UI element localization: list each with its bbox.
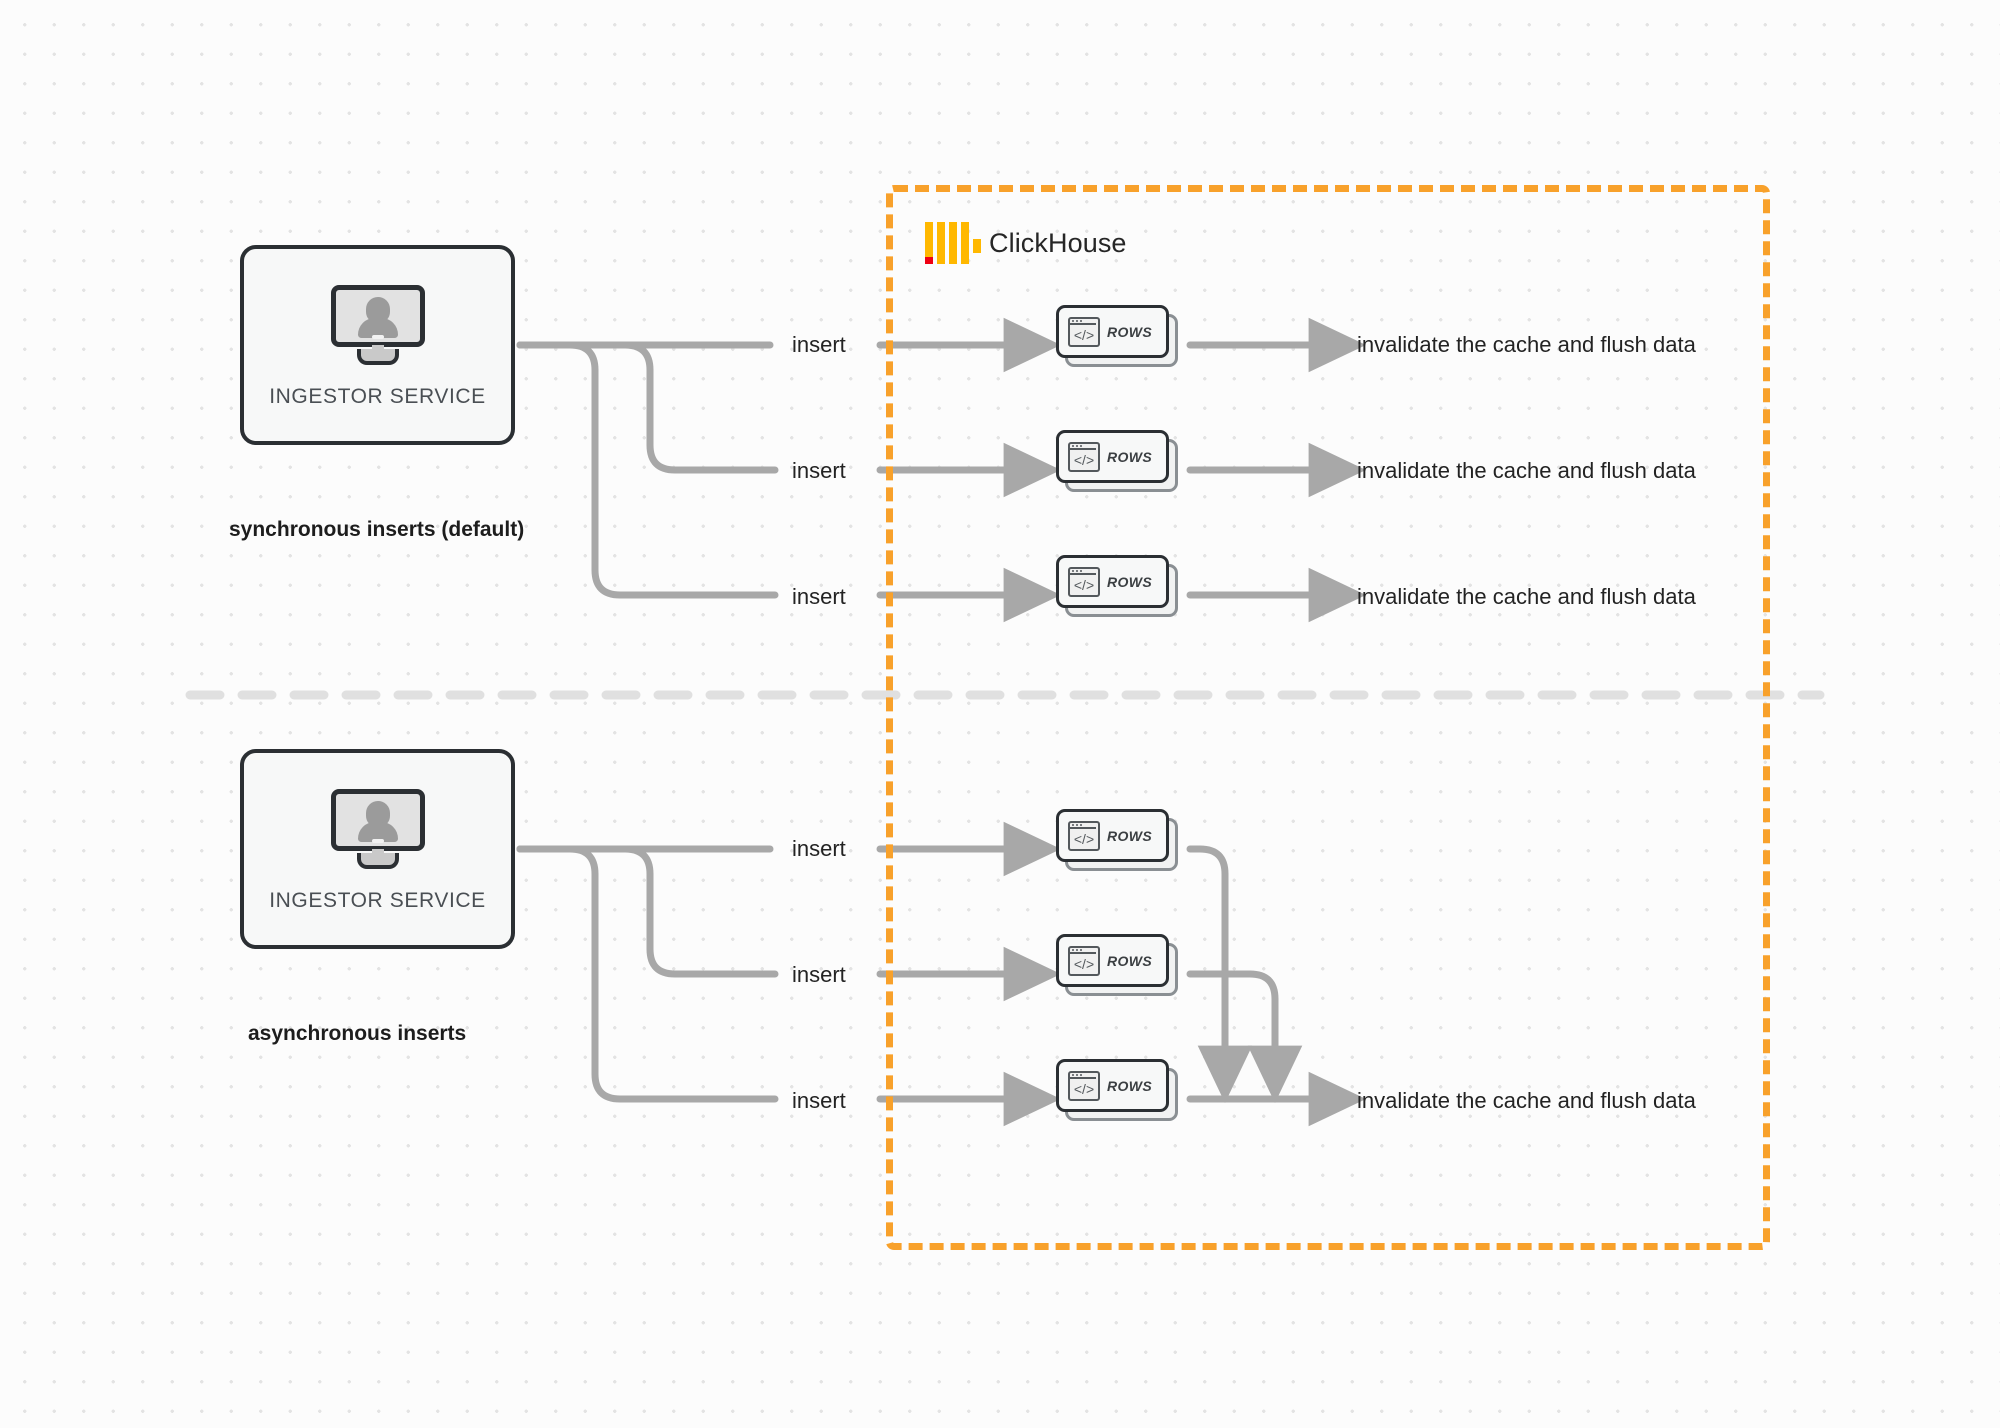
rows-card-sync-1[interactable]: </> ROWS xyxy=(1056,305,1178,367)
insert-label-async-1: insert xyxy=(792,836,846,861)
rows-label: ROWS xyxy=(1107,448,1153,465)
insert-label-sync-3: insert xyxy=(792,584,846,609)
insert-label-sync-2: insert xyxy=(792,458,846,483)
rows-card-async-3[interactable]: </> ROWS xyxy=(1056,1059,1178,1121)
monitor-user-icon xyxy=(330,789,425,871)
code-window-icon: </> xyxy=(1068,316,1100,347)
insert-label-async-3: insert xyxy=(792,1088,846,1113)
section-caption-asynchronous: asynchronous inserts xyxy=(248,1022,467,1045)
clickhouse-header: ClickHouse xyxy=(925,222,1127,264)
result-label-async-merged: invalidate the cache and flush data xyxy=(1357,1088,1696,1113)
rows-card-async-1[interactable]: </> ROWS xyxy=(1056,809,1178,871)
rows-label: ROWS xyxy=(1107,827,1153,844)
result-label-sync-1: invalidate the cache and flush data xyxy=(1357,332,1696,357)
code-window-icon: </> xyxy=(1068,566,1100,597)
clickhouse-label: ClickHouse xyxy=(989,227,1127,258)
ingestor-service-label: INGESTOR SERVICE xyxy=(269,385,486,408)
insert-label-async-2: insert xyxy=(792,962,846,987)
rows-label: ROWS xyxy=(1107,323,1153,340)
ingestor-service-node-async[interactable]: INGESTOR SERVICE xyxy=(240,749,515,949)
rows-card-sync-2[interactable]: </> ROWS xyxy=(1056,430,1178,492)
code-window-icon: </> xyxy=(1068,945,1100,976)
rows-label: ROWS xyxy=(1107,1077,1153,1094)
ingestor-service-node-sync[interactable]: INGESTOR SERVICE xyxy=(240,245,515,445)
clickhouse-logo xyxy=(925,222,981,264)
ingestor-service-label: INGESTOR SERVICE xyxy=(269,889,486,912)
section-caption-synchronous: synchronous inserts (default) xyxy=(229,518,525,541)
monitor-user-icon xyxy=(330,285,425,367)
rows-label: ROWS xyxy=(1107,952,1153,969)
rows-label: ROWS xyxy=(1107,573,1153,590)
code-window-icon: </> xyxy=(1068,820,1100,851)
code-window-icon: </> xyxy=(1068,441,1100,472)
result-label-sync-3: invalidate the cache and flush data xyxy=(1357,584,1696,609)
insert-label-sync-1: insert xyxy=(792,332,846,357)
result-label-sync-2: invalidate the cache and flush data xyxy=(1357,458,1696,483)
rows-card-async-2[interactable]: </> ROWS xyxy=(1056,934,1178,996)
code-window-icon: </> xyxy=(1068,1070,1100,1101)
rows-card-sync-3[interactable]: </> ROWS xyxy=(1056,555,1178,617)
clickhouse-region xyxy=(886,185,1770,1250)
